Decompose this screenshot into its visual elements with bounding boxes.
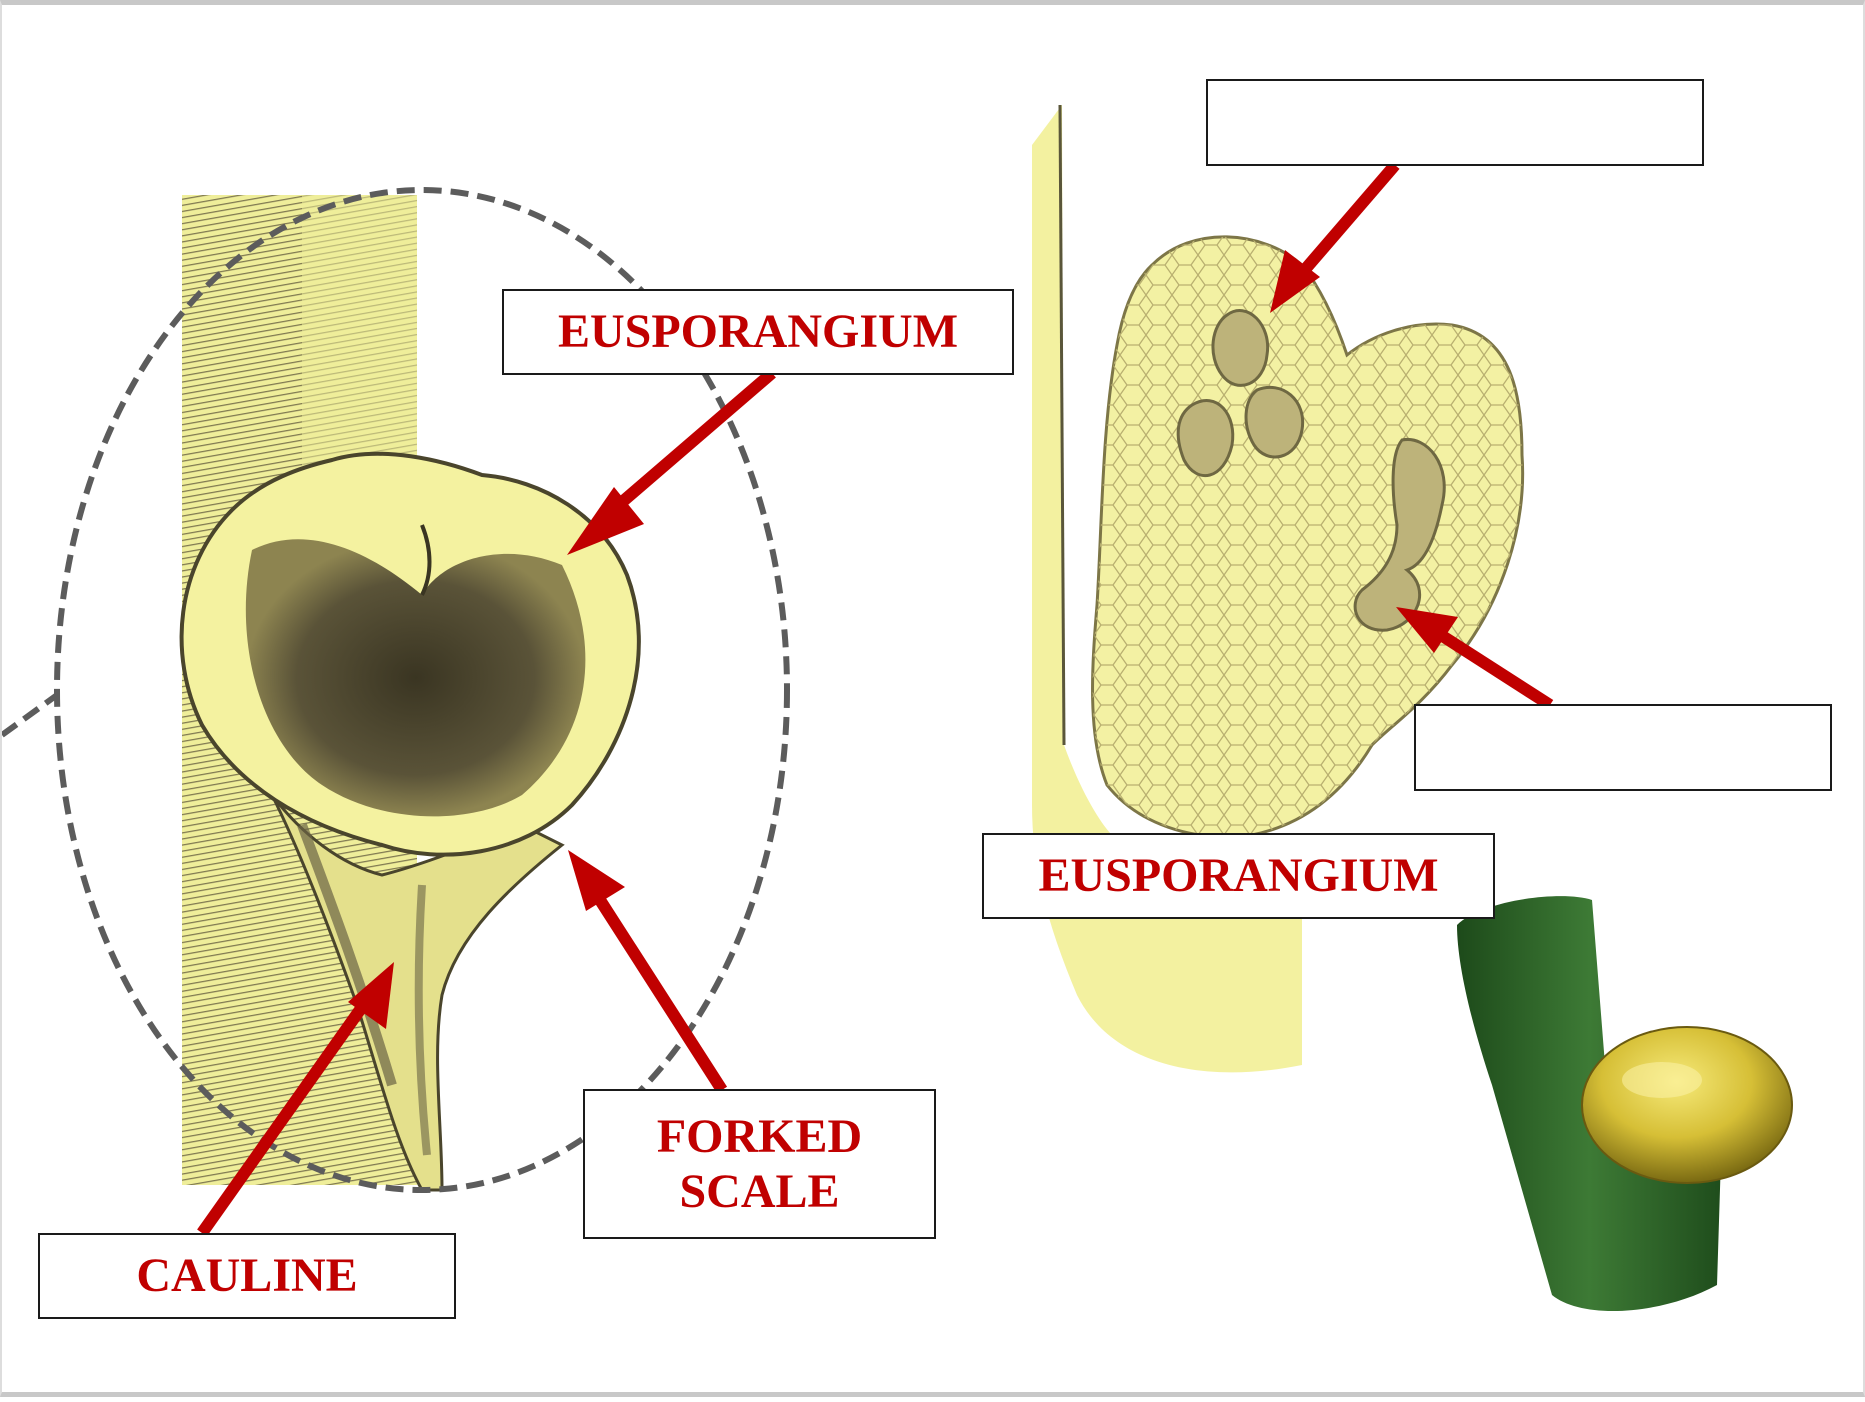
golden-sporangium [1582, 1027, 1792, 1183]
label-cauline-text: CAULINE [136, 1248, 357, 1303]
label-blank-mid-right [1414, 704, 1832, 791]
label-forked-scale: FORKED SCALE [583, 1089, 936, 1239]
right-section-drawing [1032, 105, 1523, 1072]
arrow-forked-scale [568, 850, 722, 1090]
arrow-top-right [1270, 165, 1395, 313]
sporangium-photo [1457, 895, 1792, 1315]
label-eusporangium-right: EUSPORANGIUM [982, 833, 1495, 919]
label-eusporangium-left: EUSPORANGIUM [502, 289, 1014, 375]
label-forked-scale-line1: FORKED [657, 1109, 862, 1164]
label-blank-top-right [1206, 79, 1704, 166]
label-cauline: CAULINE [38, 1233, 456, 1319]
arrow-eusporangium-left [567, 373, 772, 555]
label-eusporangium-left-text: EUSPORANGIUM [558, 304, 958, 359]
label-eusporangium-right-text: EUSPORANGIUM [1038, 848, 1438, 903]
label-forked-scale-line2: SCALE [679, 1164, 839, 1219]
